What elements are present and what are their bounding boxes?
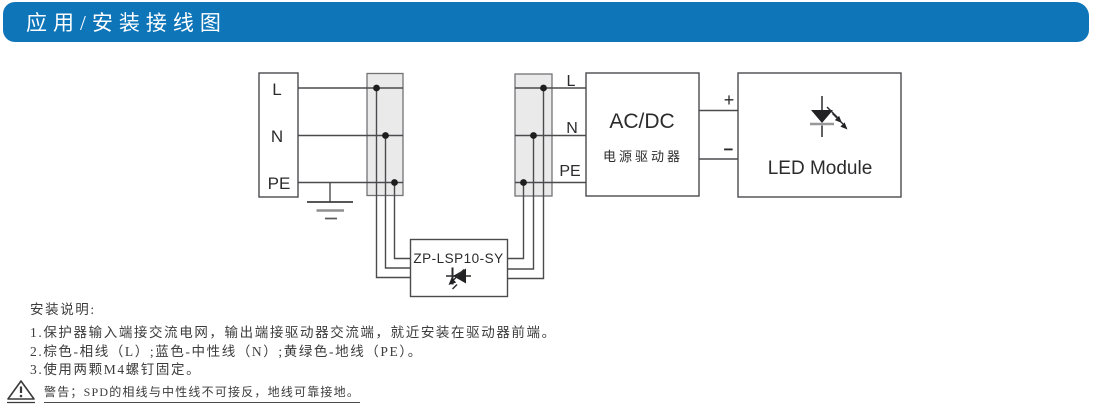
mains-source-box: L N PE: [258, 72, 299, 198]
led-icon: [810, 96, 848, 137]
spd-output-wires: [507, 88, 545, 280]
section-title: 应用/安装接线图: [26, 11, 227, 35]
dc-output-wires: [699, 109, 738, 160]
mains-terminal-n-label: N: [271, 127, 283, 146]
driver-terminal-n-label: N: [566, 120, 578, 137]
spd-model-label: ZP-LSP10-SY: [413, 251, 503, 266]
installation-notes: 安装说明: 1.保护器输入端接交流电网，输出端接驱动器交流端，就近安装在驱动器前…: [30, 301, 557, 380]
suppressor-diode-icon: [446, 267, 471, 290]
mains-terminal-pe-label: PE: [268, 174, 291, 193]
note-item-2: 2.棕色-相线（L）;蓝色-中性线（N）;黄绿色-地线（PE）。: [30, 343, 423, 359]
mains-terminal-l-label: L: [272, 80, 281, 99]
section-header-bar: 应用/安装接线图: [3, 2, 1089, 42]
note-item-3: 3.使用两颗M4螺钉固定。: [30, 362, 202, 378]
note-item-1: 1.保护器输入端接交流电网，输出端接驱动器交流端，就近安装在驱动器前端。: [30, 324, 557, 340]
spd-input-wires: [375, 88, 411, 279]
warning-text: 警告；SPD的相线与中性线不可接反，地线可靠接地。: [44, 383, 361, 403]
warning-row: 警告；SPD的相线与中性线不可接反，地线可靠接地。: [6, 379, 361, 404]
driver-terminal-pe-label: PE: [559, 163, 580, 180]
notes-heading: 安装说明:: [30, 302, 96, 317]
warning-triangle-icon: [7, 380, 35, 404]
minus-polarity-label: −: [724, 140, 734, 159]
spd-box: ZP-LSP10-SY: [409, 238, 509, 298]
driver-terminal-l-label: L: [567, 73, 576, 90]
earth-ground-icon: [307, 182, 353, 220]
driver-subtitle-label: 电源驱动器: [603, 149, 683, 164]
led-module-label: LED Module: [768, 158, 873, 179]
led-module-box: LED Module: [737, 72, 902, 198]
acdc-driver-box: AC/DC 电源驱动器: [585, 72, 700, 197]
plus-polarity-label: +: [724, 90, 735, 110]
driver-name-label: AC/DC: [609, 110, 674, 133]
junction-dots: [373, 84, 547, 186]
